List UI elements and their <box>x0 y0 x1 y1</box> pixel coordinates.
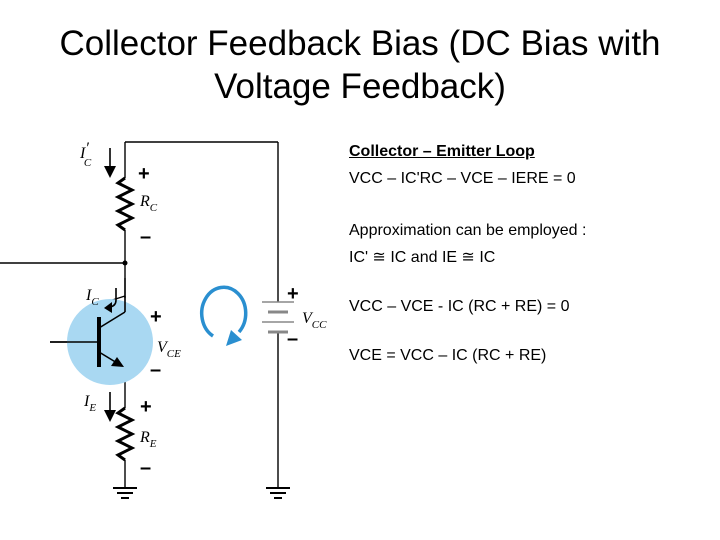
label-ie: IE <box>83 393 96 414</box>
label-re: RE <box>139 429 157 450</box>
vce-plus-sign: + <box>150 306 162 328</box>
resistor-re <box>114 406 136 462</box>
emitter-arrow-icon <box>111 357 124 367</box>
ground-right-icon <box>266 487 290 499</box>
slide-title: Collector Feedback Bias (DC Bias with Vo… <box>20 22 700 108</box>
spacer <box>349 320 709 342</box>
battery-vcc <box>262 301 294 334</box>
label-vcc: VCC <box>302 310 327 331</box>
vcc-minus-sign: – <box>287 328 298 350</box>
spacer <box>349 271 709 293</box>
transistor <box>50 296 153 385</box>
resistor-rc <box>114 176 136 232</box>
label-ic: IC <box>85 287 99 308</box>
label-ic-prime: I′C <box>79 140 92 169</box>
label-vce: VCE <box>157 339 181 360</box>
notes-line-3: IC' ≅ IC and IE ≅ IC <box>349 249 496 266</box>
notes-line-5: VCE = VCC – IC (RC + RE) <box>349 347 547 364</box>
loop-arrow-icon <box>200 285 248 346</box>
rc-minus-sign: – <box>140 226 151 248</box>
notes-line-4: VCC – VCE - IC (RC + RE) = 0 <box>349 298 570 315</box>
junction-dot <box>122 260 128 266</box>
circuit-diagram: + – + – + – + – I′C RC IC VCE IE RE VCC <box>0 140 327 499</box>
vcc-plus-sign: + <box>287 283 299 305</box>
ground-left-icon <box>113 487 137 499</box>
re-plus-sign: + <box>140 396 152 418</box>
label-rc: RC <box>139 193 158 214</box>
rc-plus-sign: + <box>138 163 150 185</box>
equation-notes: Collector – Emitter Loop VCC – IC'RC – V… <box>349 138 709 369</box>
title-line-2: Voltage Feedback) <box>214 67 506 106</box>
re-minus-sign: – <box>140 457 151 479</box>
notes-line-1: VCC – IC'RC – VCE – IERE = 0 <box>349 170 576 187</box>
current-arrow-ic <box>104 288 117 313</box>
current-arrow-ic-prime <box>104 148 116 178</box>
transistor-highlight <box>67 299 153 385</box>
spacer <box>349 192 709 217</box>
title-line-1: Collector Feedback Bias (DC Bias with <box>59 24 661 63</box>
notes-line-2: Approximation can be employed : <box>349 222 587 239</box>
vce-minus-sign: – <box>150 359 161 381</box>
notes-heading: Collector – Emitter Loop <box>349 143 535 160</box>
current-arrow-ie <box>104 392 116 422</box>
